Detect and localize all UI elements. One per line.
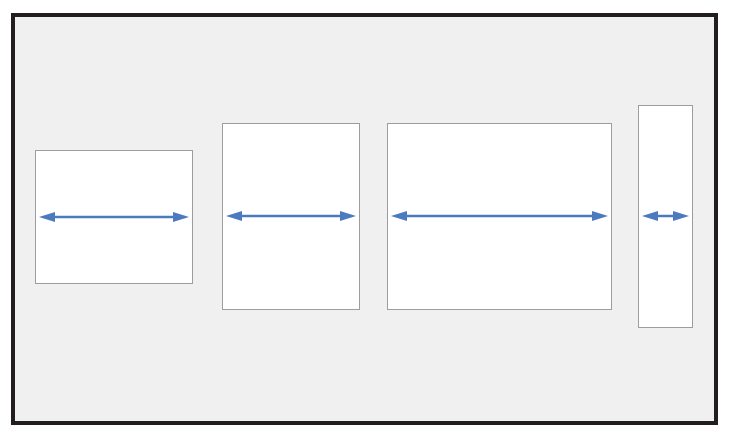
rectangle-3 (387, 123, 612, 310)
rectangle-2 (222, 123, 360, 310)
horizontal-double-arrow-icon (225, 211, 356, 221)
rectangle-1 (35, 150, 193, 284)
horizontal-double-arrow-icon (641, 211, 689, 221)
rectangle-4 (638, 105, 693, 328)
horizontal-double-arrow-icon (38, 211, 189, 222)
horizontal-double-arrow-icon (390, 211, 608, 221)
